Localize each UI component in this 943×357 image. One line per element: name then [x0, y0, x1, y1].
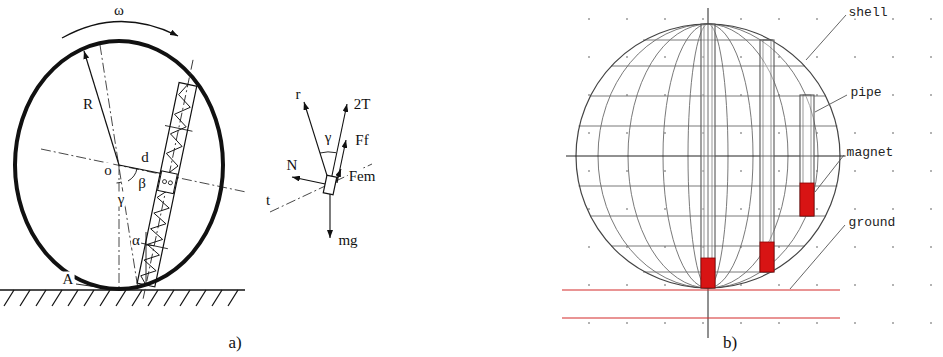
shell-circle	[15, 41, 223, 289]
force-diagram	[292, 177, 330, 185]
omega-symbol: ω	[113, 3, 125, 18]
leader-lines	[815, 95, 847, 112]
axis-symbol: r	[295, 87, 302, 102]
ground-hatch	[36, 290, 46, 306]
force-symbol: Fem	[348, 169, 377, 184]
panel-tag: a)	[227, 334, 242, 351]
force-symbol: N	[286, 158, 299, 173]
force-symbol: 2T	[353, 97, 372, 112]
pipe-assembly	[165, 126, 192, 132]
leader-lines	[790, 225, 845, 289]
ground-hatch	[0, 290, 245, 306]
pipe-assembly	[162, 179, 167, 184]
point-symbol: A	[62, 272, 75, 287]
rotation-arrow	[62, 21, 178, 38]
center-lines	[41, 149, 246, 192]
radius-symbol: R	[82, 97, 94, 112]
magnets	[701, 183, 814, 288]
pipe-assembly	[168, 180, 173, 185]
force-diagram	[320, 152, 336, 153]
pipes	[701, 24, 814, 288]
contact-leader	[76, 284, 112, 289]
part-name: ground	[848, 216, 897, 229]
angle-arc	[128, 169, 137, 181]
force-symbol: mg	[337, 233, 358, 248]
magnets	[760, 242, 774, 272]
pipe-assembly	[129, 55, 207, 302]
angle-symbol: γ	[324, 130, 333, 145]
pipe-assembly	[140, 243, 167, 249]
ground-hatch	[196, 290, 206, 306]
angle-ref-line	[146, 232, 147, 285]
ground-hatch	[164, 290, 174, 306]
leader-lines	[790, 15, 847, 289]
pipe-assembly	[163, 83, 195, 174]
angle-symbol: β	[137, 176, 147, 191]
part-name: shell	[847, 6, 888, 19]
pipe-assembly	[137, 82, 197, 286]
ground-hatch	[100, 290, 110, 306]
dot-grid	[552, 0, 943, 340]
pipes	[760, 40, 774, 272]
angle-arc	[146, 244, 154, 246]
center-symbol: o	[103, 163, 113, 178]
ground-hatch	[212, 290, 222, 306]
force-diagram	[330, 104, 347, 185]
ground-hatch	[68, 290, 78, 306]
pipes	[701, 24, 715, 288]
ground-hatch	[116, 290, 126, 306]
axes	[566, 8, 850, 338]
distance-symbol: d	[140, 150, 150, 165]
part-name: magnet	[846, 146, 895, 159]
force-symbol: Ff	[354, 133, 369, 148]
pipe-assembly	[143, 58, 193, 299]
ground-lines	[562, 290, 840, 318]
center-lines	[41, 45, 246, 289]
pipe-assembly	[139, 191, 172, 287]
ground-hatch	[52, 290, 62, 306]
ground-lines	[562, 289, 840, 290]
ground-hatch	[148, 290, 158, 306]
axis-symbol: t	[265, 193, 271, 208]
magnets	[701, 258, 715, 288]
angle-arc	[117, 182, 122, 183]
ground-lines	[562, 317, 840, 318]
ground-hatch	[84, 290, 94, 306]
part-name: pipe	[849, 86, 882, 99]
center-lines	[100, 45, 138, 289]
pipes	[704, 24, 712, 288]
leader-lines	[815, 155, 844, 192]
force-diagram	[323, 175, 336, 195]
angle-symbol: γ	[117, 192, 126, 207]
pipe-assembly	[158, 171, 178, 194]
magnets	[800, 183, 814, 216]
leader-lines	[806, 15, 846, 60]
pipes	[800, 95, 814, 216]
ground-hatch	[228, 290, 238, 306]
pipes	[763, 40, 771, 272]
ground-hatch	[180, 290, 190, 306]
angle-symbol: α	[131, 233, 141, 248]
panel-tag: b)	[722, 334, 738, 351]
ground-hatch	[132, 290, 142, 306]
ground-hatch	[4, 290, 14, 306]
center-lines	[119, 165, 120, 289]
ground-hatch	[20, 290, 30, 306]
